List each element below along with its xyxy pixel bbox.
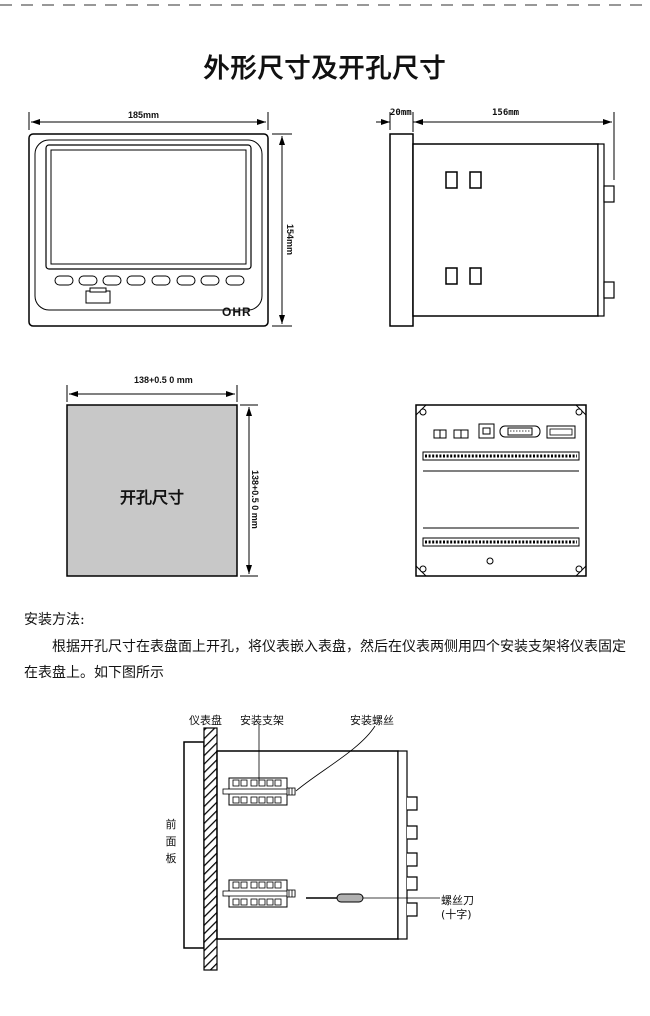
screw-label: 安装螺丝 [350,714,394,727]
brand-logo-text: OHR [222,305,252,319]
install-method-body: 根据开孔尺寸在表盘面上开孔，将仪表嵌入表盘，然后在仪表两侧用四个安装支架将仪表固… [24,639,626,681]
cutout-rect [66,404,238,577]
panel-label: 仪表盘 [189,714,222,727]
bracket-label: 安装支架 [240,714,284,727]
cutout-width-label: 138+0.5 0 mm [134,375,193,385]
rear-view [415,404,587,577]
top-bracket [222,777,296,806]
screwdriver-type-label: (十字) [441,908,472,921]
bottom-bracket [222,879,296,908]
cutout-label: 开孔尺寸 [119,488,184,507]
front-view [28,112,292,327]
front-panel-label: 前面板 [165,818,177,865]
cutout-view [66,385,258,577]
install-diagram [183,724,440,971]
install-method-title: 安装方法: [24,612,85,628]
side-front-depth-label: 20mm [390,108,412,118]
page-title: 外形尺寸及开孔尺寸 [203,54,447,84]
side-body-depth-label: 156mm [492,108,520,118]
front-width-label: 185mm [128,110,160,120]
side-view [376,112,615,327]
screwdriver-label: 螺丝刀 [441,894,474,907]
cutout-height-label: 138+0.5 0 mm [250,470,260,529]
front-height-label: 154mm [285,224,295,256]
